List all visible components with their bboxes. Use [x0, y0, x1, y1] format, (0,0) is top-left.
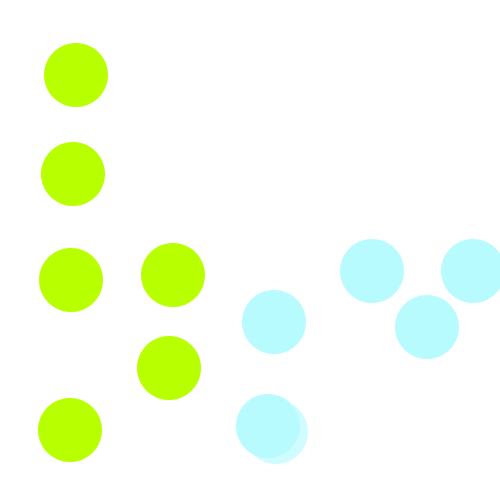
cyan-dot	[441, 239, 500, 303]
green-dot	[39, 248, 103, 312]
green-dot	[44, 43, 108, 107]
cyan-dot	[236, 394, 300, 458]
cyan-dot	[395, 295, 459, 359]
green-dot	[38, 398, 102, 462]
green-dot	[41, 142, 105, 206]
cyan-dot	[242, 290, 306, 354]
green-dot	[137, 336, 201, 400]
cyan-dot	[340, 239, 404, 303]
green-dot	[141, 243, 205, 307]
